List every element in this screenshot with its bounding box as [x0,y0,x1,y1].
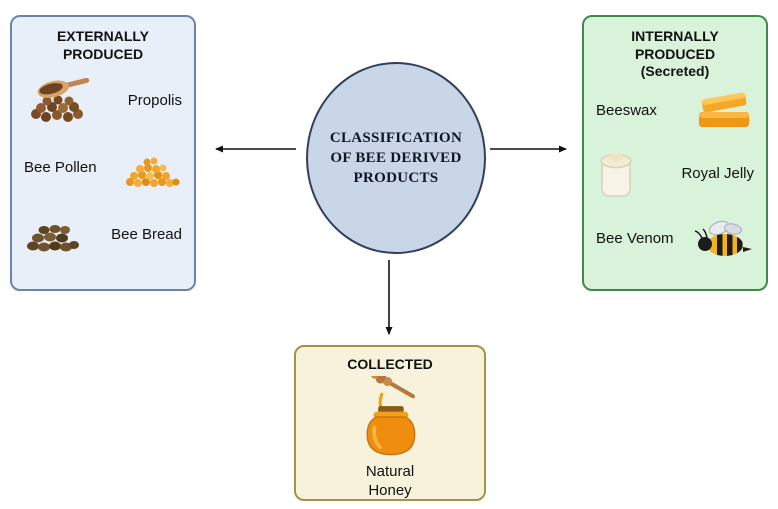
internally-produced-title-text: INTERNALLY PRODUCED [631,28,719,62]
item-label-bee-bread: Bee Bread [111,226,182,243]
bee-pollen-icon [122,148,182,188]
collected-box: COLLECTED Natural Honey [294,345,486,501]
list-item: Bee Venom [584,207,766,271]
beeswax-icon [696,90,754,132]
list-item: Propolis [12,67,194,134]
internally-produced-box: INTERNALLY PRODUCED (Secreted) Beeswax [582,15,768,291]
list-item: Bee Pollen [12,134,194,201]
bee-icon [692,217,754,261]
honey-jar-icon [353,375,427,460]
classification-circle: CLASSIFICATION OF BEE DERIVED PRODUCTS [306,62,486,254]
propolis-icon [24,77,92,124]
list-item: Bee Bread [12,201,194,268]
item-label-beeswax: Beeswax [596,102,657,119]
externally-produced-items: Propolis Bee Pollen [12,67,194,268]
royal-jelly-jar-icon [596,148,636,200]
item-label-bee-pollen: Bee Pollen [24,159,97,176]
list-item: Beeswax [584,81,766,141]
item-label-natural-honey: Natural Honey [365,462,415,500]
internally-produced-subtitle: (Secreted) [640,63,710,79]
list-item: Royal Jelly [584,141,766,207]
item-label-bee-venom: Bee Venom [596,230,674,247]
diagram-title: CLASSIFICATION OF BEE DERIVED PRODUCTS [329,129,463,187]
bee-bread-icon [24,217,80,253]
item-label-propolis: Propolis [127,92,182,109]
internally-produced-title: INTERNALLY PRODUCED (Secreted) [609,28,741,81]
externally-produced-title: EXTERNALLY PRODUCED [56,28,150,62]
item-label-royal-jelly: Royal Jelly [681,165,754,182]
internally-produced-items: Beeswax [584,81,766,271]
collected-title: COLLECTED [347,356,433,372]
externally-produced-box: EXTERNALLY PRODUCED [10,15,196,291]
